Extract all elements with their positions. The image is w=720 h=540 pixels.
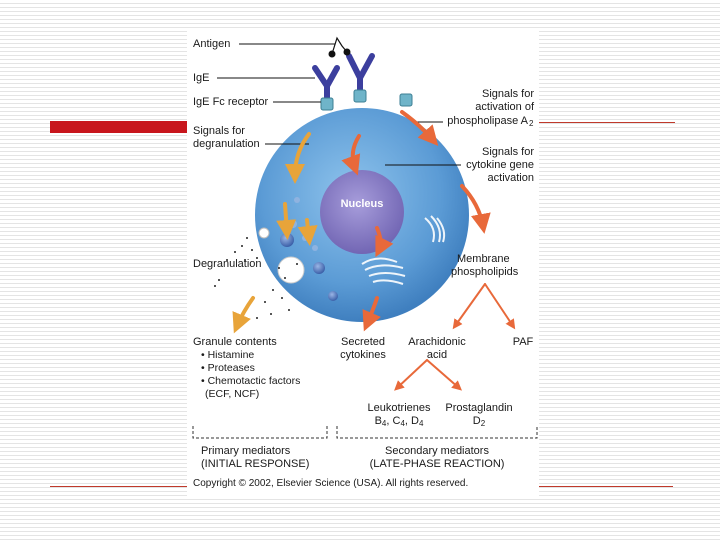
label-signals-pla2-line3: phospholipase A: [447, 115, 528, 127]
label-late-phase-reaction: (LATE-PHASE REACTION): [370, 458, 505, 470]
fc-receptors: [320, 89, 413, 111]
label-granule-item-chemotactic: • Chemotactic factors: [201, 375, 300, 387]
label-prostaglandin-line2: D2: [473, 415, 486, 428]
label-signals-pla2-subscript: 2: [529, 119, 534, 128]
label-initial-response: (INITIAL RESPONSE): [201, 458, 309, 470]
label-degranulation: Degranulation: [193, 258, 262, 270]
label-signals-cytokine-line3: activation: [488, 172, 534, 184]
label-signals-pla2-line1: Signals for: [482, 88, 534, 100]
label-antigen: Antigen: [193, 38, 230, 50]
mast-cell-diagram: Antigen IgE IgE Fc receptor Signals for …: [192, 36, 538, 489]
label-secreted-line1: Secreted: [341, 336, 385, 348]
label-primary-mediators: Primary mediators: [201, 445, 291, 457]
label-membrane-line1: Membrane: [457, 253, 510, 265]
leader-lines: [217, 43, 461, 166]
label-paf: PAF: [513, 336, 534, 348]
label-copyright: Copyright © 2002, Elsevier Science (USA)…: [193, 478, 468, 489]
golgi-apparatus: [361, 257, 406, 285]
label-arachidonic-line2: acid: [427, 349, 447, 361]
slide-rule-bottom-right: [539, 486, 673, 487]
slide-accent-bar: [50, 121, 187, 133]
label-secondary-mediators: Secondary mediators: [385, 445, 489, 457]
label-ige: IgE: [193, 72, 210, 84]
released-granules: [214, 227, 305, 319]
label-granule-contents: Granule contents: [193, 336, 277, 348]
label-granule-item-histamine: • Histamine: [201, 349, 254, 361]
endoplasmic-reticulum: [424, 215, 446, 243]
label-signals-cytokine-line1: Signals for: [482, 146, 534, 158]
label-signals-degranulation-line1: Signals for: [193, 125, 245, 137]
label-ige-fc-receptor: IgE Fc receptor: [193, 96, 269, 108]
mast-cell-figure: Antigen IgE IgE Fc receptor Signals for …: [187, 28, 539, 498]
label-signals-cytokine-line2: cytokine gene: [466, 159, 534, 171]
slide-rule-top-right: [539, 122, 675, 123]
branch-arrows: [394, 283, 516, 391]
label-leukotrienes-line1: Leukotrienes: [368, 402, 431, 414]
label-leukotrienes-line2: B4, C4, D4: [375, 415, 424, 428]
label-signals-degranulation-line2: degranulation: [193, 138, 260, 150]
label-granule-item-proteases: • Proteases: [201, 362, 255, 374]
slide-rule-bottom-left: [50, 486, 187, 487]
nucleus-shape: [320, 170, 404, 254]
label-signals-pla2-line2: activation of: [475, 101, 535, 113]
label-arachidonic-line1: Arachidonic: [408, 336, 466, 348]
label-granule-note: (ECF, NCF): [205, 388, 259, 400]
signal-arrows: [232, 110, 491, 334]
label-prostaglandin-line1: Prostaglandin: [445, 402, 512, 414]
label-secreted-line2: cytokines: [340, 349, 386, 361]
label-nucleus: Nucleus: [341, 198, 384, 210]
label-membrane-line2: phospholipids: [451, 266, 519, 278]
mediator-brackets: [192, 426, 538, 439]
antigen-shape: [328, 36, 351, 58]
